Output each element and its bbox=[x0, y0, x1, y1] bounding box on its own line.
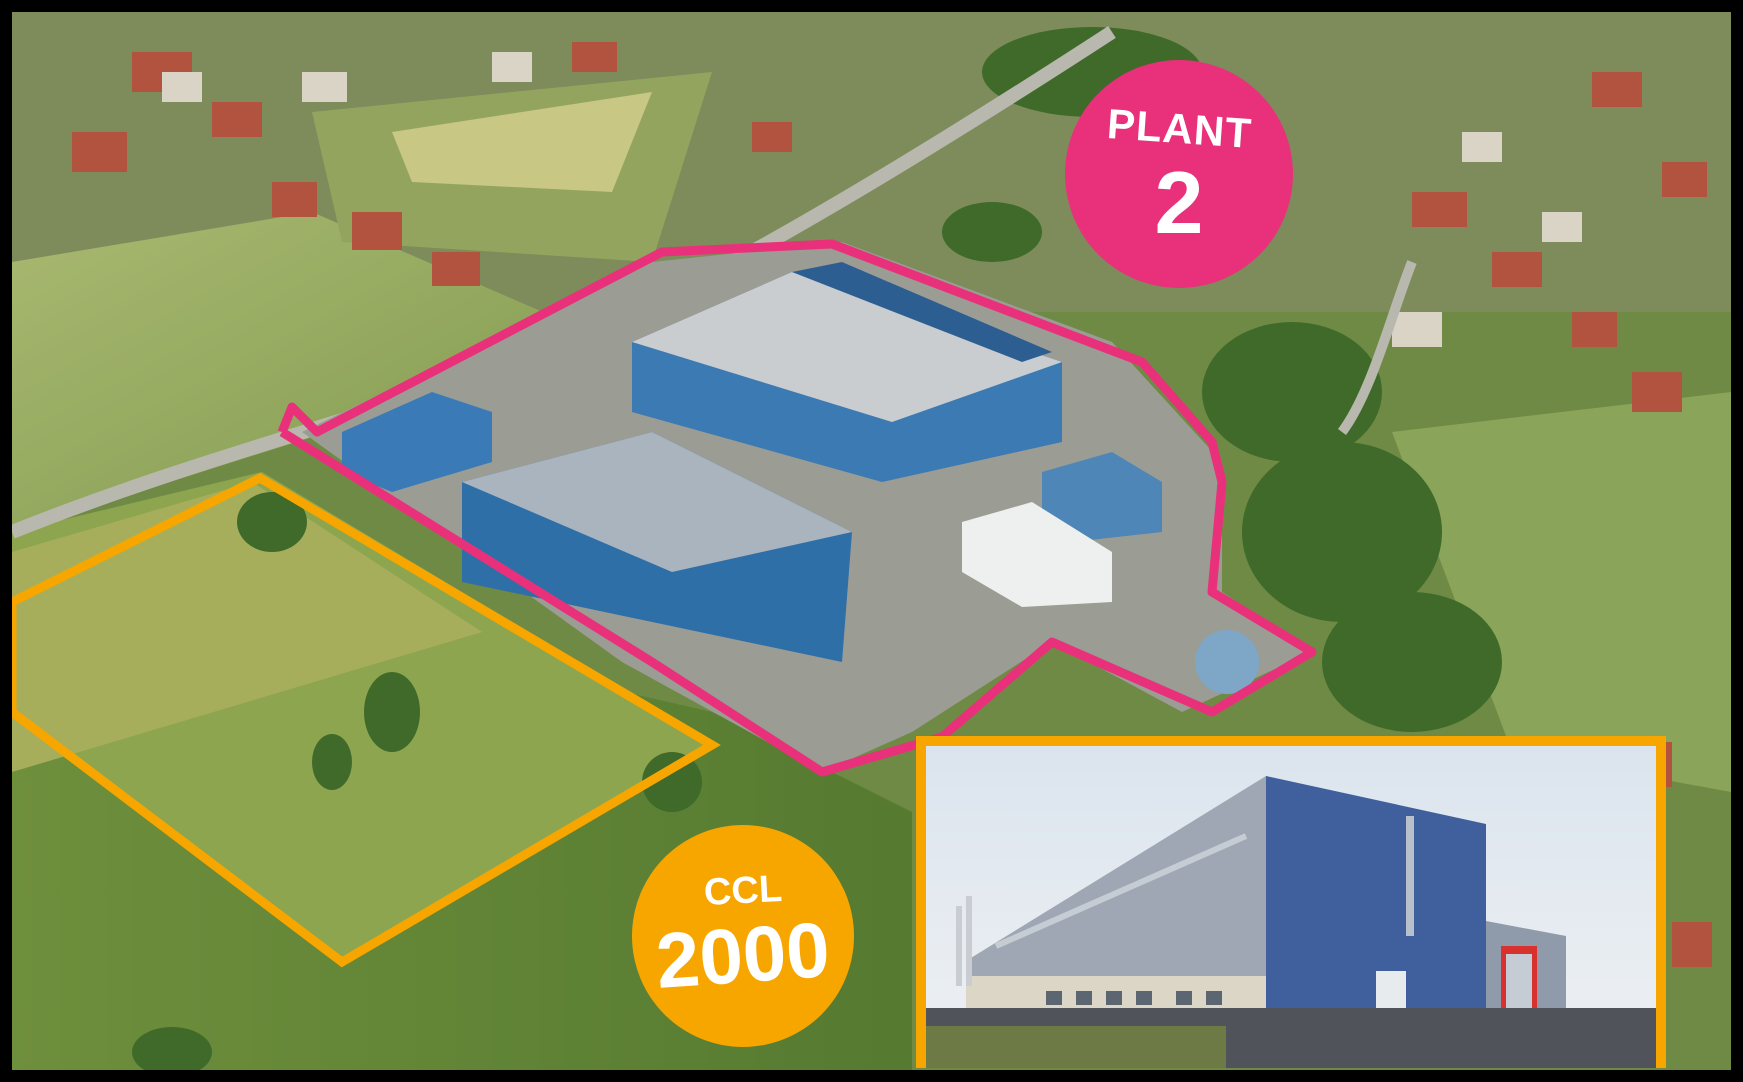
plant-badge-number: 2 bbox=[1154, 153, 1204, 252]
ccl-building-photo bbox=[916, 736, 1666, 1068]
ccl-badge-label: CCL bbox=[702, 867, 784, 914]
plant-badge-label: PLANT bbox=[1105, 100, 1253, 158]
plant-2-badge: PLANT 2 bbox=[1065, 60, 1293, 288]
plant-outline bbox=[277, 239, 1317, 777]
ccl-badge-number: 2000 bbox=[653, 904, 833, 1005]
aerial-photo bbox=[12, 12, 1731, 1070]
aerial-scene bbox=[12, 12, 1731, 1070]
ccl-outline bbox=[12, 472, 721, 968]
ccl-building-scene bbox=[926, 746, 1656, 1068]
ccl-2000-badge: CCL 2000 bbox=[632, 825, 854, 1047]
